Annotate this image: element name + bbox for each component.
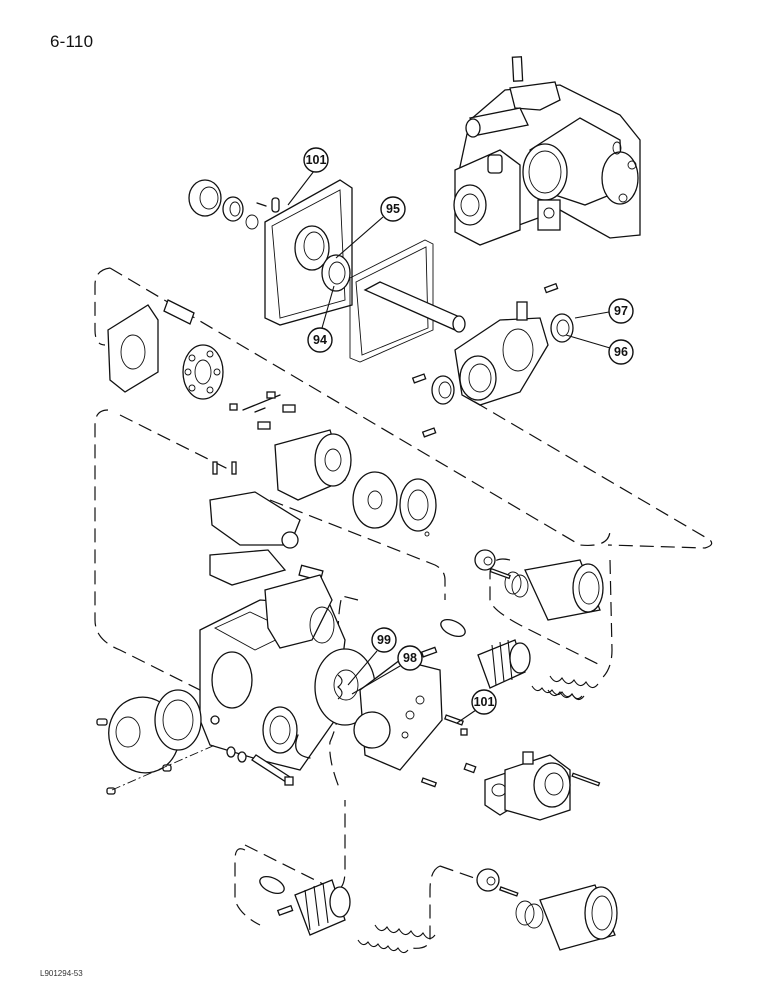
callout-label: 98 [403, 651, 417, 665]
callout-96: 96 [565, 334, 634, 365]
callout-label: 97 [614, 304, 628, 318]
figure-code: L901294-53 [40, 969, 83, 978]
callout-94: 94 [307, 285, 335, 353]
upper-spool-springs [420, 618, 599, 701]
assembly-paths [94, 267, 713, 949]
upper-valve-cartridge [474, 549, 604, 621]
assembled-pump [453, 56, 641, 246]
callout-label: 96 [614, 345, 628, 359]
callout-99: 99 [347, 627, 397, 686]
gasket-and-shaft [349, 239, 466, 363]
lower-spool-springs [259, 875, 436, 954]
pump-housing [199, 574, 346, 771]
charge-pump-cover [314, 648, 477, 788]
cover-plate [264, 179, 353, 326]
callout-label: 99 [377, 633, 391, 647]
callout-label: 101 [474, 695, 495, 709]
lower-valve-cartridge [476, 868, 618, 951]
swashplate-cradle [411, 282, 574, 438]
end-flange [96, 689, 216, 795]
callout-101-bottom: 101 [456, 689, 497, 724]
cylinder-block [274, 429, 437, 537]
control-valve [209, 461, 324, 586]
callout-label: 95 [386, 202, 400, 216]
callout-101-top: 101 [287, 147, 329, 206]
page-number: 6-110 [50, 32, 94, 51]
callout-95: 95 [335, 196, 406, 259]
gear-pump [484, 751, 601, 821]
housing-bolt [226, 734, 311, 786]
callout-label: 94 [313, 333, 327, 347]
callout-label: 101 [306, 153, 327, 167]
callout-97: 97 [574, 298, 634, 324]
seal-parts [188, 179, 280, 230]
callout-98: 98 [351, 645, 423, 695]
port-plate-parts [107, 299, 296, 430]
